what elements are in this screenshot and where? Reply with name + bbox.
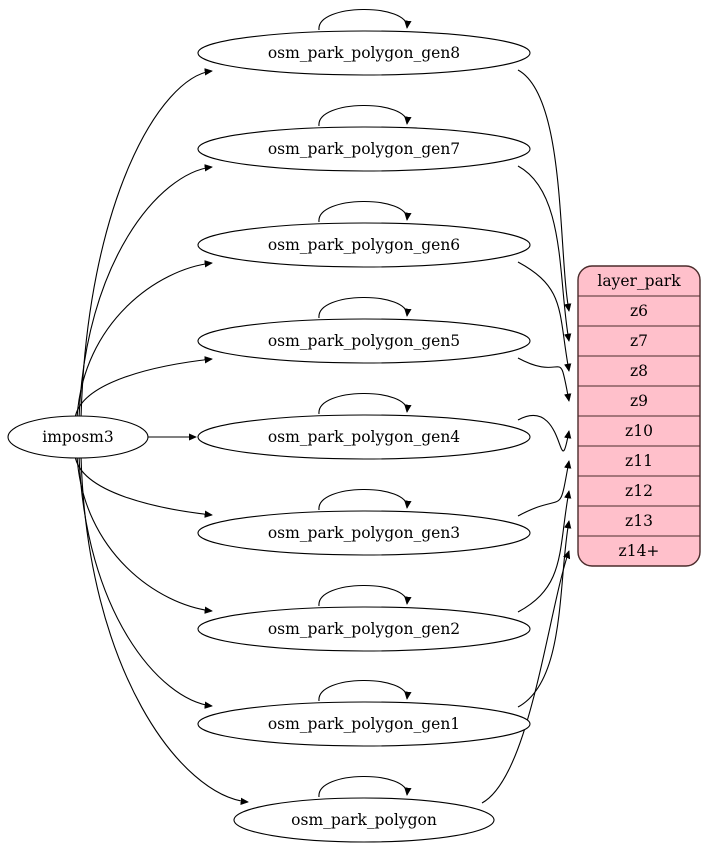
edge-imposm3-to-gen6 <box>76 263 212 419</box>
node-imposm3-label: imposm3 <box>42 428 113 446</box>
table-row-z9[interactable]: z9 <box>630 392 648 410</box>
edge-imposm3-to-base <box>80 455 248 802</box>
self-loop-gen5 <box>318 297 407 319</box>
node-gen8[interactable] <box>197 30 531 76</box>
edge-gen1-to-z13 <box>517 521 569 708</box>
node-gen6[interactable] <box>197 222 531 268</box>
node-gen4-label: osm_park_polygon_gen4 <box>268 428 460 446</box>
edge-imposm3-to-gen3 <box>74 455 212 515</box>
table-header-label: layer_park <box>597 272 681 290</box>
node-base[interactable] <box>233 797 495 843</box>
edge-gen3-to-z11 <box>517 461 569 517</box>
edge-imposm3-to-gen1 <box>78 455 212 706</box>
edge-imposm3-to-gen7 <box>78 167 212 419</box>
self-loop-gen6 <box>318 201 407 223</box>
edge-gen6-to-z8 <box>517 261 569 371</box>
edges-to-layer-park <box>481 69 569 804</box>
self-loop-gen2 <box>318 585 407 607</box>
node-gen8-label: osm_park_polygon_gen8 <box>268 44 460 62</box>
self-loop-edges <box>318 9 407 798</box>
node-gen7[interactable] <box>197 126 531 172</box>
edge-gen4-to-z10 <box>517 414 569 452</box>
self-loop-gen4 <box>318 393 407 415</box>
table-row-z7[interactable]: z7 <box>630 332 648 350</box>
table-row-z8[interactable]: z8 <box>630 362 648 380</box>
node-gen7-label: osm_park_polygon_gen7 <box>268 140 460 158</box>
node-gen2[interactable] <box>197 606 531 652</box>
self-loop-gen3 <box>318 489 407 511</box>
self-loop-base <box>318 776 407 798</box>
edge-gen5-to-z9 <box>517 357 569 401</box>
node-gen3[interactable] <box>197 510 531 556</box>
edge-imposm3-to-gen8 <box>80 71 212 419</box>
table-row-z11[interactable]: z11 <box>625 452 653 470</box>
node-gen5-label: osm_park_polygon_gen5 <box>268 332 460 350</box>
table-row-z13[interactable]: z13 <box>625 512 653 530</box>
edge-gen2-to-z12 <box>517 491 569 613</box>
edges-from-imposm3 <box>74 71 248 802</box>
self-loop-gen8 <box>318 9 407 31</box>
edge-imposm3-to-gen5 <box>74 359 212 419</box>
node-gen1[interactable] <box>197 701 531 747</box>
node-gen5[interactable] <box>197 318 531 364</box>
self-loop-gen1 <box>318 680 407 702</box>
ellipse-nodes: imposm3 osm_park_polygon_gen8 osm_park_pol… <box>7 30 531 843</box>
node-gen2-label: osm_park_polygon_gen2 <box>268 620 460 638</box>
node-base-label: osm_park_polygon <box>291 811 437 829</box>
node-imposm3 <box>7 415 149 459</box>
edge-gen8-to-z6 <box>517 69 569 311</box>
table-row-z12[interactable]: z12 <box>625 482 653 500</box>
edge-gen7-to-z7 <box>517 165 569 341</box>
self-loop-gen7 <box>318 105 407 127</box>
node-gen4[interactable] <box>197 414 531 460</box>
table-row-z10[interactable]: z10 <box>625 422 653 440</box>
table-row-z14+[interactable]: z14+ <box>619 542 660 560</box>
edge-base-to-z14+ <box>481 551 569 804</box>
table-row-z6[interactable]: z6 <box>630 302 648 320</box>
node-gen6-label: osm_park_polygon_gen6 <box>268 236 460 254</box>
node-gen3-label: osm_park_polygon_gen3 <box>268 524 460 542</box>
node-gen1-label: osm_park_polygon_gen1 <box>268 715 460 733</box>
layer-park-table: layer_park z6 z7 z8 z9 z10 z11 z12 z13 z14+ <box>577 265 701 567</box>
